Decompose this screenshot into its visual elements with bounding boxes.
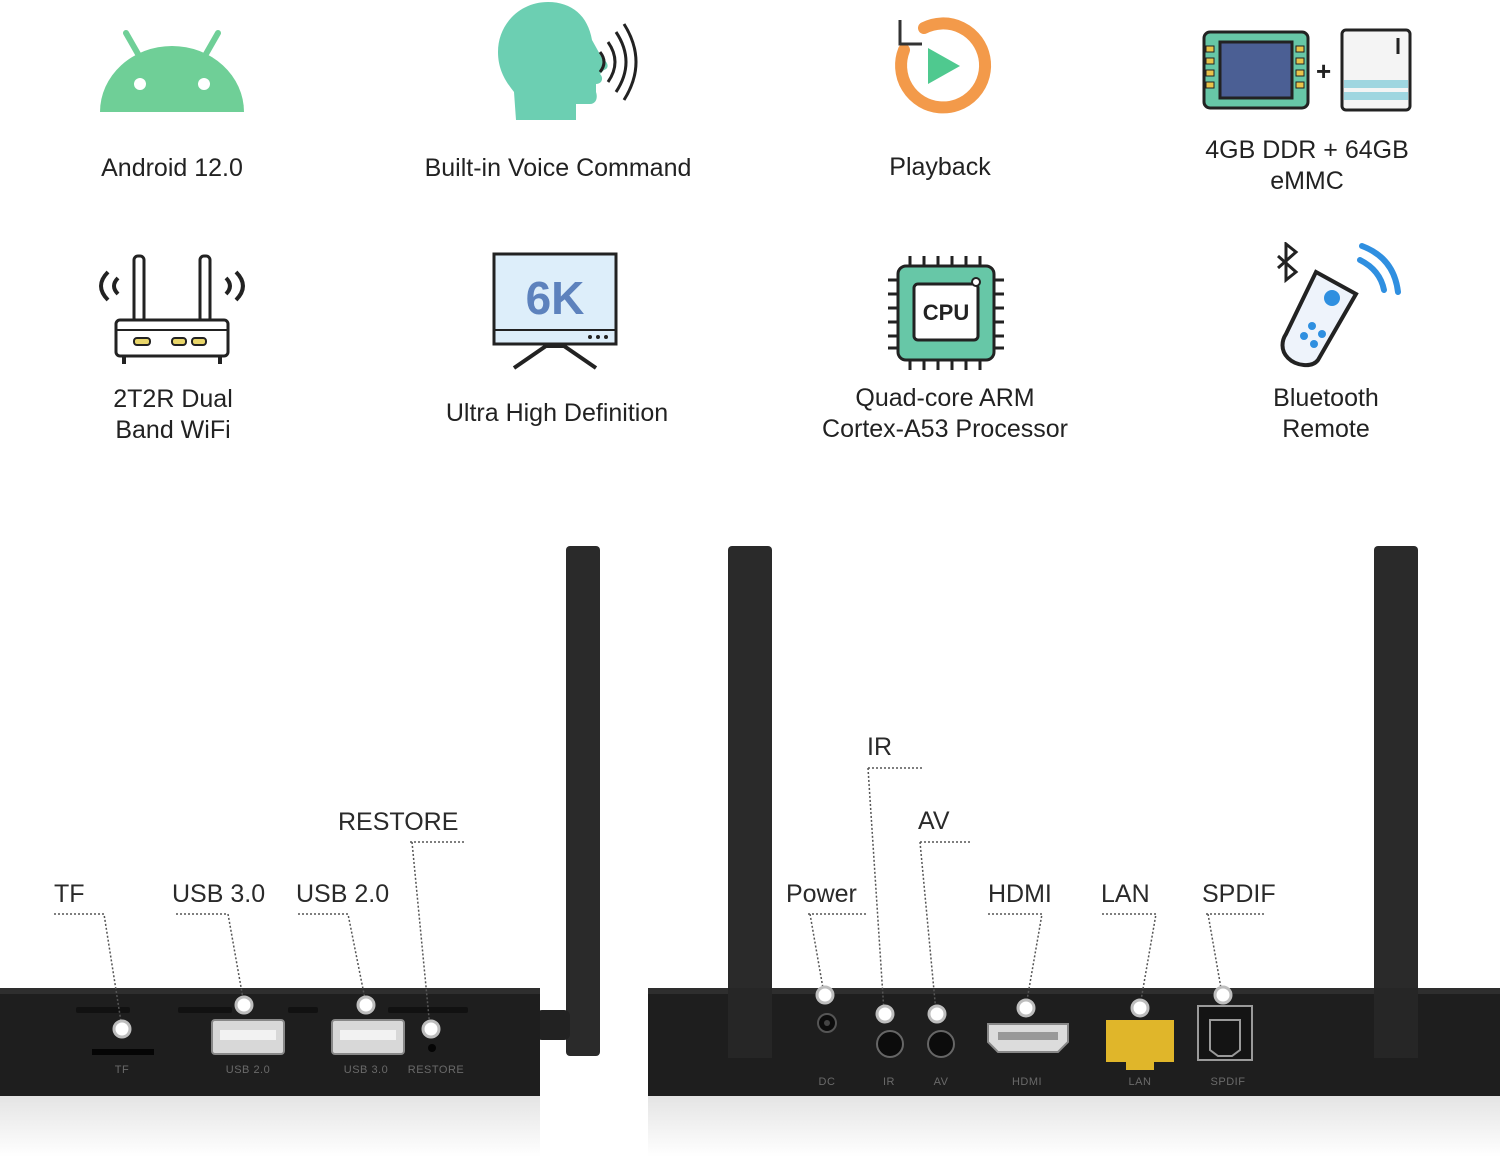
feature-label-voice: Built-in Voice Command: [424, 154, 692, 182]
back-port-label-spdif: SPDIF: [1202, 880, 1276, 908]
feature-label-playback: Playback: [889, 153, 991, 181]
device-text-dc: DC: [818, 1076, 836, 1088]
front-port-label-tf: TF: [54, 880, 85, 908]
svg-text:+: +: [1316, 56, 1331, 86]
front-port-label-usb2: USB 2.0: [296, 880, 390, 908]
back-port-label-power: Power: [786, 880, 857, 908]
front-port-label-usb3: USB 3.0: [172, 880, 266, 908]
back-device: [648, 988, 1500, 1096]
device-text-tf: TF: [114, 1064, 130, 1076]
device-text-ir: IR: [883, 1076, 895, 1088]
back-port-label-ir: IR: [867, 733, 892, 761]
callout-dots: [112, 985, 1233, 1039]
feature-label-memory: 4GB DDR + 64GB eMMC: [1205, 136, 1409, 195]
playback-icon: [895, 17, 992, 114]
back-port-label-hdmi: HDMI: [988, 880, 1052, 908]
back-leader-lines: [808, 767, 1266, 1013]
memory-chip-icon: +: [1202, 28, 1412, 112]
back-port-label-lan: LAN: [1101, 880, 1150, 908]
feature-label-uhd: Ultra High Definition: [445, 399, 669, 427]
cpu-icon: CPU: [888, 256, 1004, 370]
ir-jack: [876, 1030, 904, 1058]
device-text-lan: LAN: [1128, 1076, 1152, 1088]
voice-head-icon: [498, 2, 638, 120]
restore-hole: [428, 1044, 436, 1052]
front-leader-lines: [54, 841, 464, 1029]
feature-label-android: Android 12.0: [101, 154, 243, 182]
lan-port: [1106, 1020, 1174, 1070]
monitor-6k-icon: 6K: [492, 252, 618, 370]
back-port-label-av: AV: [918, 807, 950, 835]
device-text-usb2: USB 2.0: [225, 1064, 271, 1076]
device-text-restore: RESTORE: [407, 1064, 465, 1076]
back-antenna-right: [1374, 546, 1418, 1066]
front-reflection: [0, 1096, 540, 1157]
feature-label-cpu: Quad-core ARM Cortex-A53 Processor: [822, 384, 1068, 443]
spdif-port: [1197, 1005, 1253, 1061]
front-antenna: [566, 546, 600, 1056]
tf-slot: [92, 1049, 154, 1055]
back-reflection: [648, 1096, 1500, 1157]
back-antenna-left: [728, 546, 772, 1066]
av-jack: [927, 1030, 955, 1058]
device-text-hdmi: HDMI: [1011, 1076, 1043, 1088]
feature-label-remote: Bluetooth Remote: [1273, 384, 1379, 443]
device-text-spdif: SPDIF: [1210, 1076, 1246, 1088]
monitor-screen-text: 6K: [526, 272, 585, 324]
front-port-label-restore: RESTORE: [338, 808, 459, 836]
device-text-av: AV: [933, 1076, 949, 1088]
bluetooth-remote-icon: [1277, 242, 1401, 367]
feature-label-wifi: 2T2R Dual Band WiFi: [113, 385, 233, 444]
front-device: [0, 988, 540, 1096]
android-icon: [100, 30, 244, 112]
cpu-chip-text: CPU: [923, 300, 969, 325]
device-text-usb3: USB 3.0: [343, 1064, 389, 1076]
router-icon: [99, 254, 245, 364]
